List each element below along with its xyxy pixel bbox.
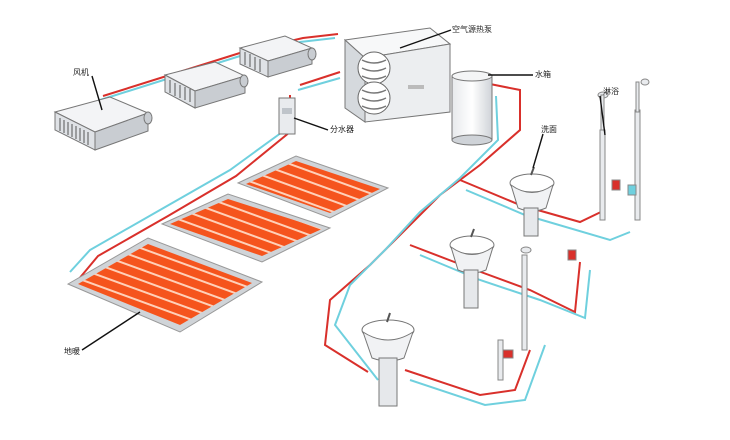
water-separator-label: 分水器 bbox=[330, 125, 354, 134]
leader-lines bbox=[81, 29, 606, 351]
floor-heating-panel-2 bbox=[160, 193, 332, 263]
shower-4 bbox=[497, 339, 514, 381]
floor-heating-panel-3 bbox=[66, 237, 264, 333]
water-separator bbox=[278, 97, 296, 135]
water-pipes bbox=[323, 83, 631, 407]
fan-coil-label: 风机 bbox=[73, 68, 89, 77]
floor-heating-panel-1 bbox=[236, 155, 390, 219]
air-source-heat-pump-label: 空气源热泵 bbox=[452, 25, 492, 34]
wash-basin-3 bbox=[361, 312, 415, 407]
wash-basin-2 bbox=[449, 228, 495, 309]
fan-coil-unit-2 bbox=[163, 61, 249, 109]
water-tank-label: 水箱 bbox=[535, 70, 551, 79]
shower-3 bbox=[520, 246, 577, 351]
fan-coil-unit-3 bbox=[238, 35, 317, 78]
wash-basin-1 bbox=[509, 166, 555, 237]
shower-2 bbox=[627, 78, 650, 221]
shower-label: 淋浴 bbox=[603, 87, 619, 96]
floor-heating-label: 地暖 bbox=[64, 347, 80, 356]
water-tank bbox=[451, 70, 493, 146]
air-source-heat-pump bbox=[343, 27, 452, 123]
fan-coil-unit-1 bbox=[53, 96, 153, 151]
floor-heating-pipes bbox=[69, 129, 291, 281]
faucet-label: 洗面 bbox=[541, 125, 557, 134]
